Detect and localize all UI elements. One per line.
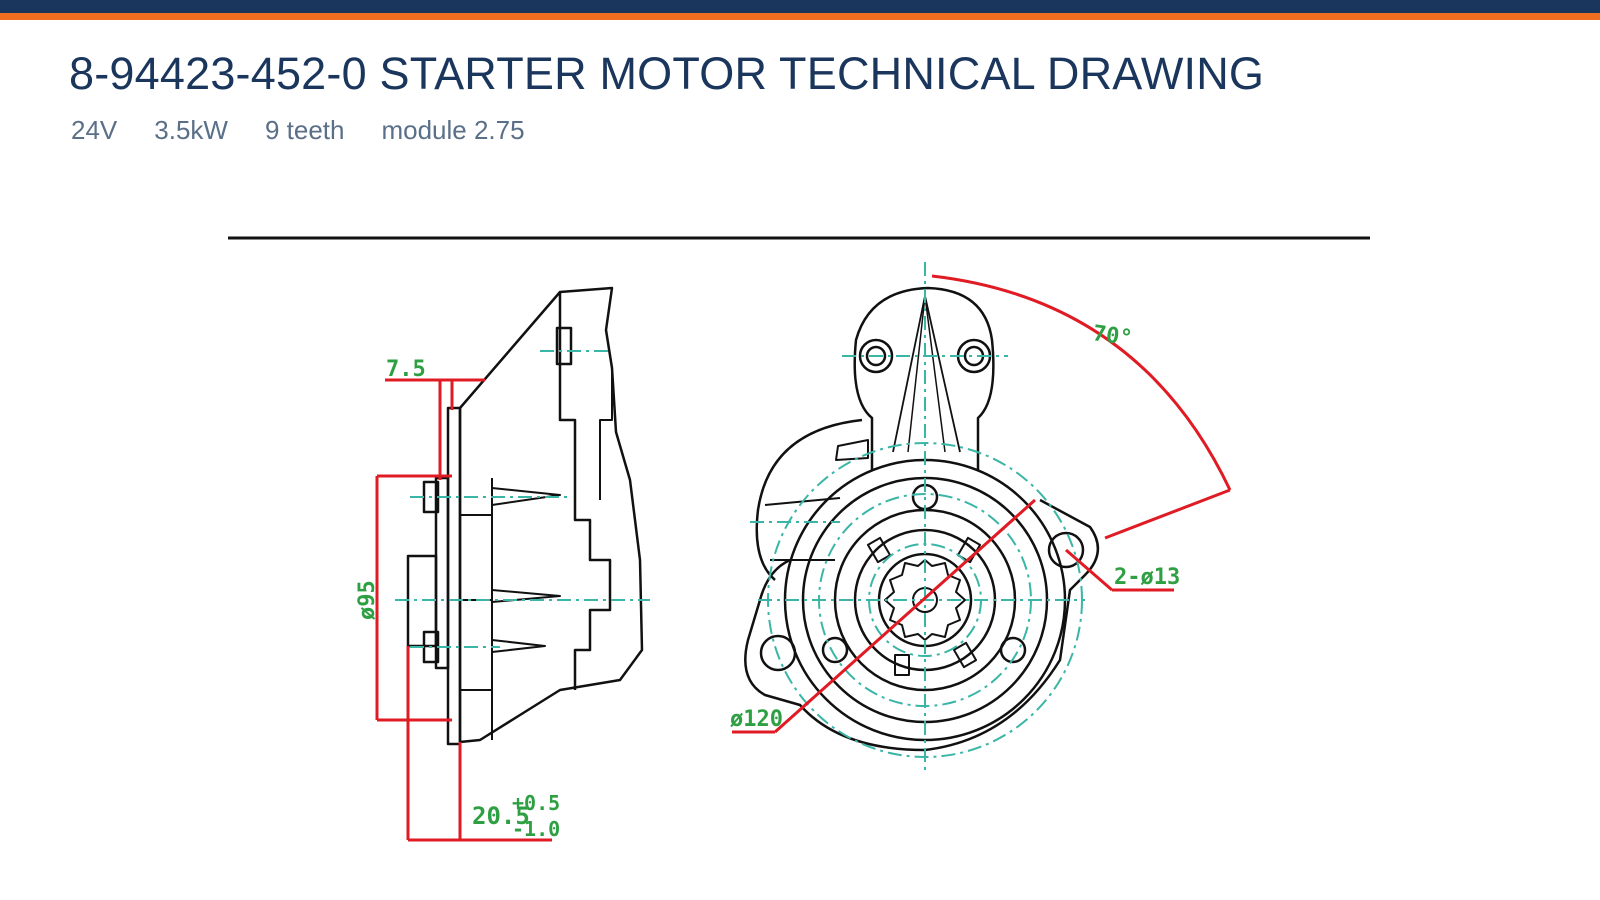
spec-module: module 2.75 <box>381 115 525 145</box>
front-view-mounting-flange <box>744 498 1099 752</box>
pinion-tolerance-upper: +0.5 <box>512 791 560 815</box>
spec-voltage: 24V <box>71 115 118 145</box>
front-view-dimension-lines <box>732 274 1232 734</box>
spec-power: 3.5kW <box>154 115 228 145</box>
side-view-flange <box>446 406 462 746</box>
flange-offset-label: 7.5 <box>386 357 426 382</box>
pinion-tolerance-lower: -1.0 <box>512 817 560 841</box>
front-view-top-bracket <box>853 286 995 470</box>
spec-list: 24V 3.5kW 9 teeth module 2.75 <box>71 115 562 146</box>
header-bar <box>0 0 1600 13</box>
flange-bolt-hole-right <box>1047 531 1085 569</box>
bolt-circle-label: ø120 <box>730 707 783 732</box>
angle-label: 70° <box>1091 321 1134 351</box>
side-view-center-lines <box>395 350 650 648</box>
top-bolt-hole-left <box>858 338 894 374</box>
front-view-center-lines <box>750 262 1085 772</box>
page-title: 8-94423-452-0 STARTER MOTOR TECHNICAL DR… <box>69 48 1265 99</box>
header-accent-stripe <box>0 13 1600 20</box>
bolt-holes-label: 2-ø13 <box>1114 565 1180 590</box>
spec-teeth: 9 teeth <box>264 115 345 145</box>
pilot-diameter-label: ø95 <box>355 580 380 620</box>
side-view-bracket <box>558 292 612 690</box>
side-view-housing <box>458 286 644 744</box>
side-view-dimension-lines <box>375 378 552 842</box>
pinion-length-label: 20.5 <box>472 802 530 830</box>
side-view <box>406 286 644 746</box>
front-view-solenoid <box>755 418 863 581</box>
front-view <box>744 286 1099 752</box>
